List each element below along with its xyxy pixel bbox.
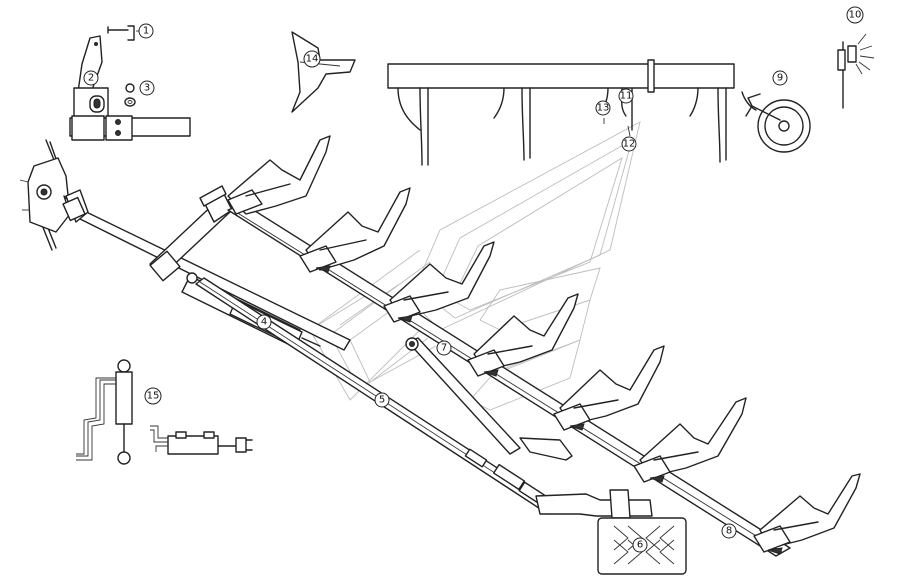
callout-6: 6 xyxy=(632,537,648,553)
svg-text:14: 14 xyxy=(306,54,319,65)
svg-text:8: 8 xyxy=(726,526,732,537)
part-14-blade xyxy=(291,31,356,113)
part-10-light xyxy=(837,33,875,109)
part-11-frame-beam xyxy=(387,59,757,166)
svg-text:5: 5 xyxy=(379,395,385,406)
svg-text:1: 1 xyxy=(143,26,149,37)
callout-4: 4 xyxy=(256,314,272,330)
callout-7: 7 xyxy=(436,340,452,356)
part-1-bolt xyxy=(107,25,135,41)
svg-text:10: 10 xyxy=(849,10,862,21)
callout-8: 8 xyxy=(721,523,737,539)
svg-text:15: 15 xyxy=(147,391,160,402)
svg-text:3: 3 xyxy=(144,83,150,94)
callout-9: 9 xyxy=(772,70,788,86)
callouts: 1 2 3 4 5 6 7 8 9 10 11 xyxy=(83,6,864,553)
callout-15: 15 xyxy=(144,387,162,405)
headstock xyxy=(19,139,71,251)
callout-13: 13 xyxy=(595,100,611,116)
svg-text:7: 7 xyxy=(441,343,447,354)
callout-3: 3 xyxy=(139,80,155,96)
svg-text:11: 11 xyxy=(620,91,633,102)
callout-5: 5 xyxy=(374,392,390,408)
callout-12: 12 xyxy=(621,136,637,152)
part-15-cylinders xyxy=(76,359,253,465)
plough-assembly xyxy=(19,135,861,575)
svg-text:6: 6 xyxy=(637,540,643,551)
callout-2: 2 xyxy=(83,70,99,86)
svg-text:2: 2 xyxy=(88,73,94,84)
callout-14: 14 xyxy=(303,50,321,68)
svg-text:9: 9 xyxy=(777,73,783,84)
part-9-wheel xyxy=(745,93,811,153)
svg-text:4: 4 xyxy=(261,317,267,328)
svg-text:12: 12 xyxy=(623,139,636,150)
svg-text:13: 13 xyxy=(597,103,610,114)
part-2-bracket xyxy=(69,35,191,141)
callout-11: 11 xyxy=(618,88,634,104)
part-3-washer xyxy=(124,83,136,107)
callout-10: 10 xyxy=(846,6,864,24)
callout-1: 1 xyxy=(136,23,154,39)
plough-bodies xyxy=(227,135,861,555)
